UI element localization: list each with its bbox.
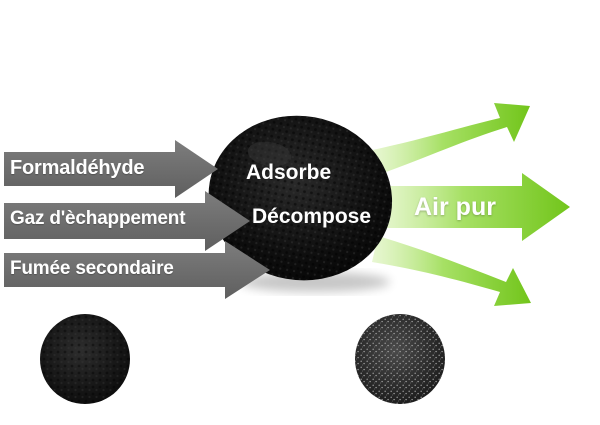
carbon-sponge-icon (208, 115, 393, 281)
speckled-carbon-disc-icon (355, 314, 445, 404)
input-arrow-exhaust (4, 191, 250, 251)
carbon-shadow (240, 272, 390, 292)
process-label-decompose: Décompose (252, 205, 372, 228)
input-arrow-formaldehyde (4, 140, 218, 198)
input-arrows (4, 140, 270, 299)
output-arrow-down (372, 236, 531, 306)
output-arrows (372, 103, 570, 306)
input-label-formaldehyde: Formaldéhyde (10, 157, 145, 179)
input-label-exhaust: Gaz d'èchappement (10, 208, 186, 229)
output-arrow-middle (376, 173, 570, 241)
output-arrow-up (372, 103, 530, 175)
input-label-smoke: Fumée secondaire (10, 258, 174, 279)
input-arrow-smoke (4, 241, 270, 299)
output-label-clean-air: Air pur (414, 193, 496, 221)
process-label-adsorb: Adsorbe (246, 161, 332, 184)
dark-carbon-disc-icon (40, 314, 130, 404)
